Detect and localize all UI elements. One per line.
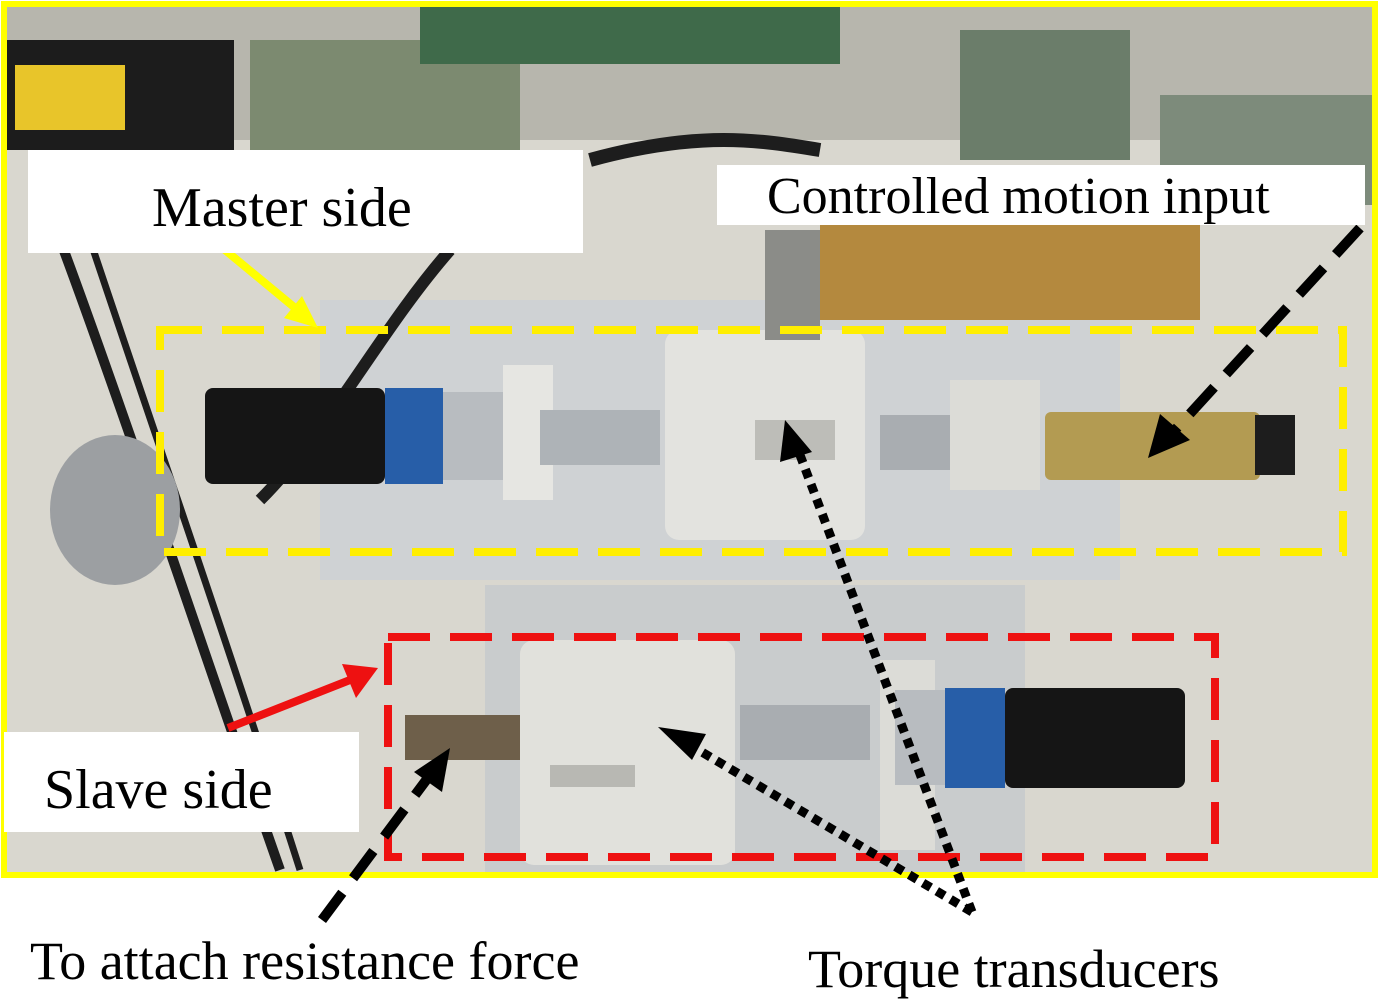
torque-transducers-label: Torque transducers — [808, 939, 1220, 999]
resistance-force-label: To attach resistance force — [30, 931, 580, 991]
resistance-arrow — [317, 748, 450, 923]
slave-side-label: Slave side — [44, 759, 273, 821]
master-label-box — [28, 150, 583, 253]
master-arrow — [222, 246, 318, 328]
slave-label-box — [4, 732, 359, 832]
slave-arrow — [226, 664, 378, 732]
controlled-arrow — [1148, 224, 1364, 458]
controlled-label-box — [717, 165, 1365, 225]
torque-arrows — [658, 420, 977, 916]
slave-side-box — [384, 633, 1219, 861]
master-side-box — [156, 326, 1347, 556]
controlled-motion-label: Controlled motion input — [767, 168, 1270, 225]
master-side-label: Master side — [152, 177, 412, 239]
photo-background — [4, 4, 1375, 875]
photo-border — [1, 1, 1378, 878]
